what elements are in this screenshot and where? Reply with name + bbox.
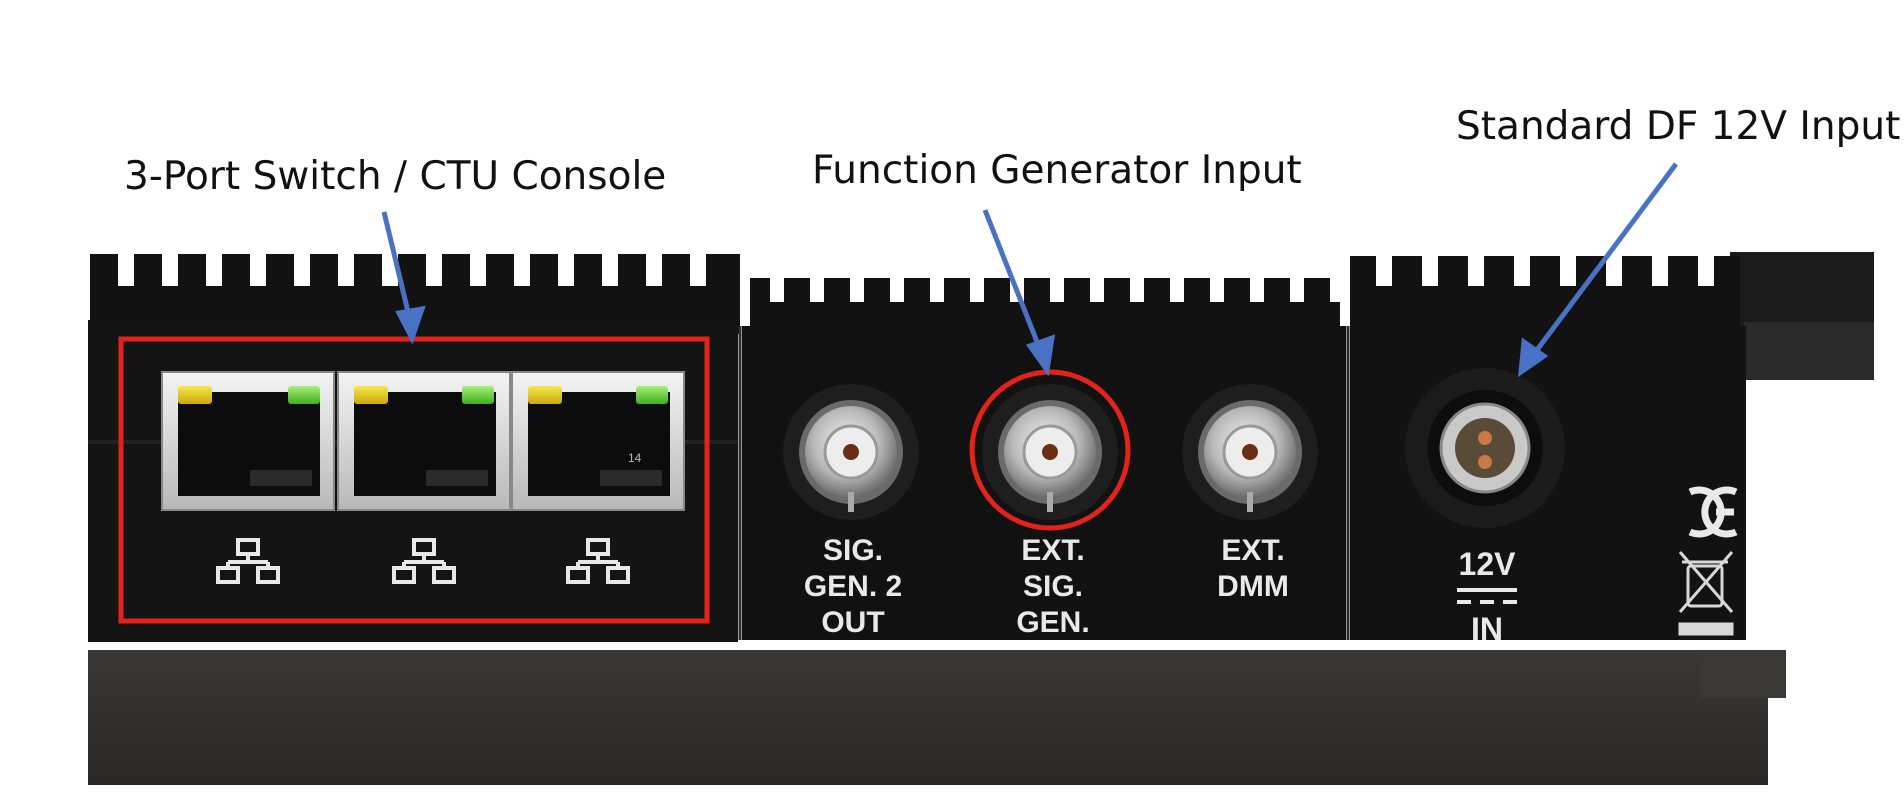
rj45-port-2[interactable] [337, 371, 511, 511]
fin-gap [558, 254, 574, 286]
sig-gen2-label-line3: OUT [821, 606, 884, 639]
fin-gap [162, 254, 178, 286]
activity-led-green [636, 386, 668, 404]
fin-gap [602, 254, 618, 286]
ext-dmm-label-line1: EXT. [1221, 534, 1284, 567]
fin-gap [1050, 278, 1064, 302]
fin-gap [930, 278, 944, 302]
fin-gap [1210, 278, 1224, 302]
fin-gap [1250, 278, 1264, 302]
rj45-port-1[interactable] [161, 371, 335, 511]
ext-dmm-label-line2: DMM [1217, 570, 1289, 603]
activity-led-green [462, 386, 494, 404]
fin-gap [1468, 256, 1484, 286]
fin-gap [890, 278, 904, 302]
fin-gap [1422, 256, 1438, 286]
dc-symbol-icon [1457, 588, 1517, 604]
power-label-in: IN [1471, 611, 1503, 647]
fin-gap [118, 254, 134, 286]
sig-gen2-label-line1: SIG. [823, 534, 883, 567]
rj45-port-3[interactable]: 14 [511, 371, 685, 511]
link-led-yellow [528, 386, 562, 404]
ext-sig-gen-label-line1: EXT. [1021, 534, 1084, 567]
fin-gap [1376, 256, 1392, 286]
power-arrow-head [1517, 337, 1549, 378]
heatsink-gaps [118, 254, 1714, 302]
ext-sig-gen-label-line3: GEN. [1016, 606, 1089, 639]
fin-gap [1290, 278, 1304, 302]
port-number: 14 [628, 451, 642, 465]
fin-gap [426, 254, 442, 286]
fin-gap [294, 254, 310, 286]
sig-gen2-label-line2: GEN. 2 [804, 570, 902, 603]
bnc-ext-dmm[interactable] [1182, 384, 1318, 520]
fin-gap [250, 254, 266, 286]
ethernet-icon [216, 538, 280, 584]
fin-gap [810, 278, 824, 302]
function-gen-callout-label: Function Generator Input [812, 148, 1302, 193]
fin-gap [646, 254, 662, 286]
heatsink-fins-right [1350, 256, 1740, 336]
ce-mark-icon [1688, 486, 1738, 538]
ethernet-icons [216, 538, 630, 584]
power-label-12v: 12V [1459, 546, 1517, 582]
fin-gap [338, 254, 354, 286]
fin-gap [1606, 256, 1622, 286]
weee-bin-icon [1678, 551, 1734, 636]
bnc-sig-gen2-out[interactable] [783, 384, 919, 520]
fin-gap [1330, 278, 1344, 302]
fin-gap [1170, 278, 1184, 302]
switch-arrow-head [395, 305, 426, 345]
fin-gap [690, 254, 706, 286]
fin-gap [1698, 256, 1714, 286]
fin-gap [470, 254, 486, 286]
link-led-yellow [354, 386, 388, 404]
link-led-yellow [178, 386, 212, 404]
fin-gap [1514, 256, 1530, 286]
ethernet-icon [392, 538, 456, 584]
activity-led-green [288, 386, 320, 404]
fin-gap [1652, 256, 1668, 286]
ext-sig-gen-label-line2: SIG. [1023, 570, 1083, 603]
fin-gap [1130, 278, 1144, 302]
function-gen-highlight-circle [969, 369, 1131, 531]
fin-gap [1090, 278, 1104, 302]
power-callout-label: Standard DF 12V Input [1456, 104, 1901, 149]
callout-arrows [381, 162, 1679, 378]
ethernet-icon [566, 538, 630, 584]
mount-bracket-inner [1744, 322, 1874, 380]
fin-gap [770, 278, 784, 302]
fin-gap [206, 254, 222, 286]
fin-gap [1560, 256, 1576, 286]
fin-gap [970, 278, 984, 302]
bnc-ext-sig-gen[interactable] [982, 384, 1118, 520]
fin-gap [850, 278, 864, 302]
device-foot [1700, 650, 1786, 698]
fin-gap [514, 254, 530, 286]
power-connector-12v[interactable] [1405, 368, 1565, 528]
device-base [88, 650, 1768, 785]
switch-callout-label: 3-Port Switch / CTU Console [124, 154, 667, 199]
function-gen-arrow-head [1026, 334, 1056, 377]
